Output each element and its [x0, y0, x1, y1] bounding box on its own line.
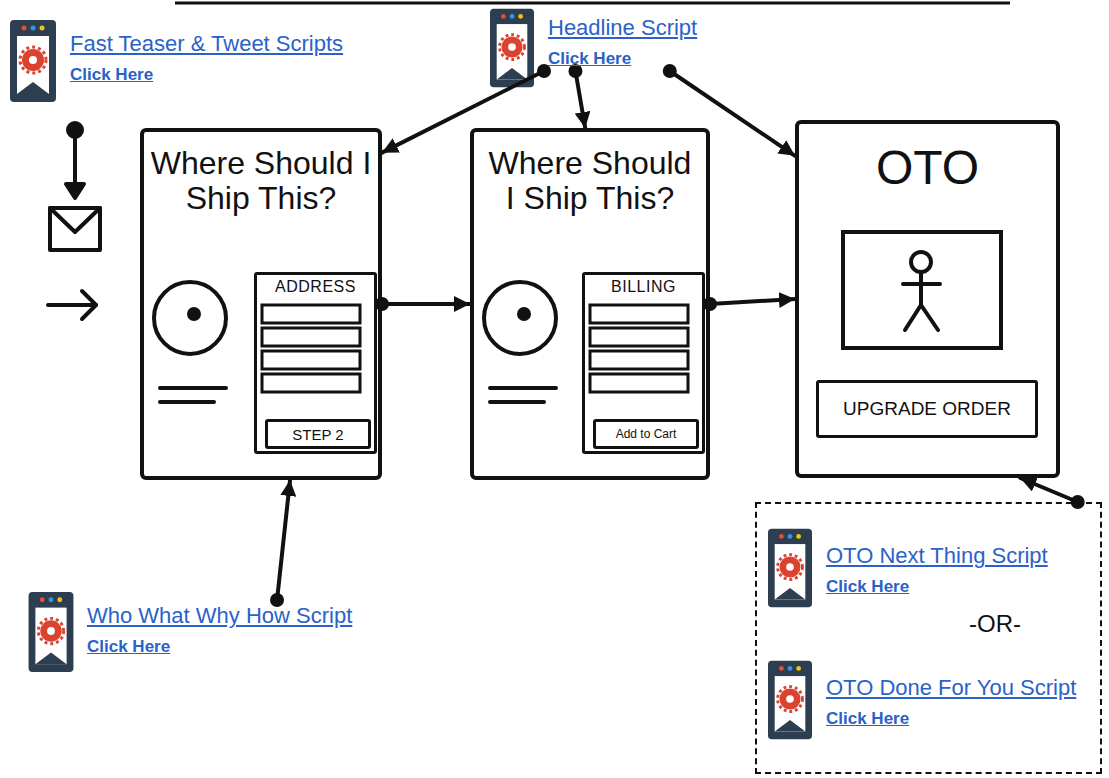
node-text: BILLING	[587, 278, 700, 296]
video-figure	[843, 232, 1001, 348]
script-callout: Fast Teaser & Tweet ScriptsClick Here	[66, 28, 347, 87]
options-group: -OR-OTO Next Thing ScriptClick HereOTO D…	[755, 502, 1102, 774]
node-text: Fast Teaser & Tweet Scripts	[70, 30, 343, 59]
cart-button: Add to Cart	[593, 419, 699, 449]
address-form: ADDRESS STEP 2	[254, 272, 377, 454]
link-text: Click Here	[548, 49, 697, 69]
script-icon	[29, 592, 74, 672]
node-text: OTO	[805, 142, 1050, 195]
node-text: Headline Script	[548, 14, 697, 43]
node-text: -OR-	[969, 610, 1021, 638]
node-text: Who What Why How Script	[87, 602, 352, 631]
node-text: Add to Cart	[616, 427, 677, 441]
node-text: ADDRESS	[259, 278, 372, 296]
billing-page: Where Should I Ship This? BILLING Add to C…	[470, 128, 710, 480]
script-callout: Who What Why How ScriptClick Here	[83, 600, 356, 659]
script-callout: Headline ScriptClick Here	[544, 12, 701, 71]
node-text: STEP 2	[292, 426, 343, 443]
node-text: Where Should I Ship This?	[150, 146, 372, 216]
link-text: Click Here	[826, 709, 1076, 729]
top-rule	[175, 2, 1010, 5]
node-text: OTO Next Thing Script	[826, 542, 1048, 571]
billing-form: BILLING Add to Cart	[582, 272, 705, 454]
flow-arrow	[703, 297, 795, 311]
link-text: Click Here	[70, 65, 343, 85]
node-text: UPGRADE ORDER	[843, 398, 1011, 420]
upgrade-button: UPGRADE ORDER	[816, 380, 1038, 438]
script-callout: OTO Done For You ScriptClick Here	[822, 672, 1080, 731]
script-icon	[768, 661, 812, 739]
flow-arrow	[382, 64, 551, 153]
script-callout: OTO Next Thing ScriptClick Here	[822, 540, 1052, 599]
flow-arrow	[375, 297, 470, 311]
link-text: Click Here	[826, 577, 1048, 597]
node-text: Where Should I Ship This?	[480, 146, 700, 216]
script-icon	[768, 529, 812, 607]
link-text: Click Here	[87, 637, 352, 657]
flow-arrow	[663, 64, 795, 156]
script-icon	[490, 9, 534, 87]
flow-arrow	[568, 64, 585, 128]
flow-arrow	[1020, 478, 1084, 509]
landing-page: Where Should I Ship This? ADDRESS STEP 2	[140, 128, 382, 480]
node-text: OTO Done For You Script	[826, 674, 1076, 703]
form-fields	[262, 305, 688, 392]
flow-arrow	[270, 480, 290, 607]
script-icon	[10, 20, 56, 102]
step-button: STEP 2	[265, 419, 371, 449]
product-image	[154, 282, 556, 402]
email-entry	[48, 123, 100, 319]
oto-page: OTO UPGRADE ORDER	[795, 120, 1060, 478]
